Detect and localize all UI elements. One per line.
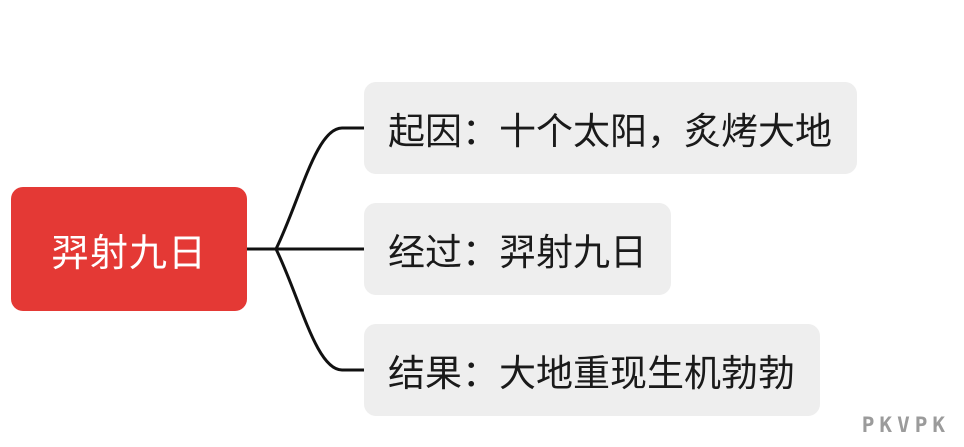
branch-node-cause-label: 起因：十个太阳，炙烤大地 <box>388 110 832 153</box>
root-node[interactable]: 羿射九日 <box>11 187 247 311</box>
branch-node-result-label: 结果：大地重现生机勃勃 <box>388 352 795 395</box>
branch-node-process-label: 经过：羿射九日 <box>388 231 647 274</box>
connector-branch-1 <box>274 126 364 250</box>
branch-node-cause[interactable]: 起因：十个太阳，炙烤大地 <box>364 82 857 174</box>
watermark-text: PKVPK <box>861 413 950 437</box>
branch-node-process[interactable]: 经过：羿射九日 <box>364 203 671 295</box>
branch-node-result[interactable]: 结果：大地重现生机勃勃 <box>364 324 820 416</box>
root-node-label: 羿射九日 <box>50 230 207 275</box>
connector-branch-3 <box>274 248 364 372</box>
